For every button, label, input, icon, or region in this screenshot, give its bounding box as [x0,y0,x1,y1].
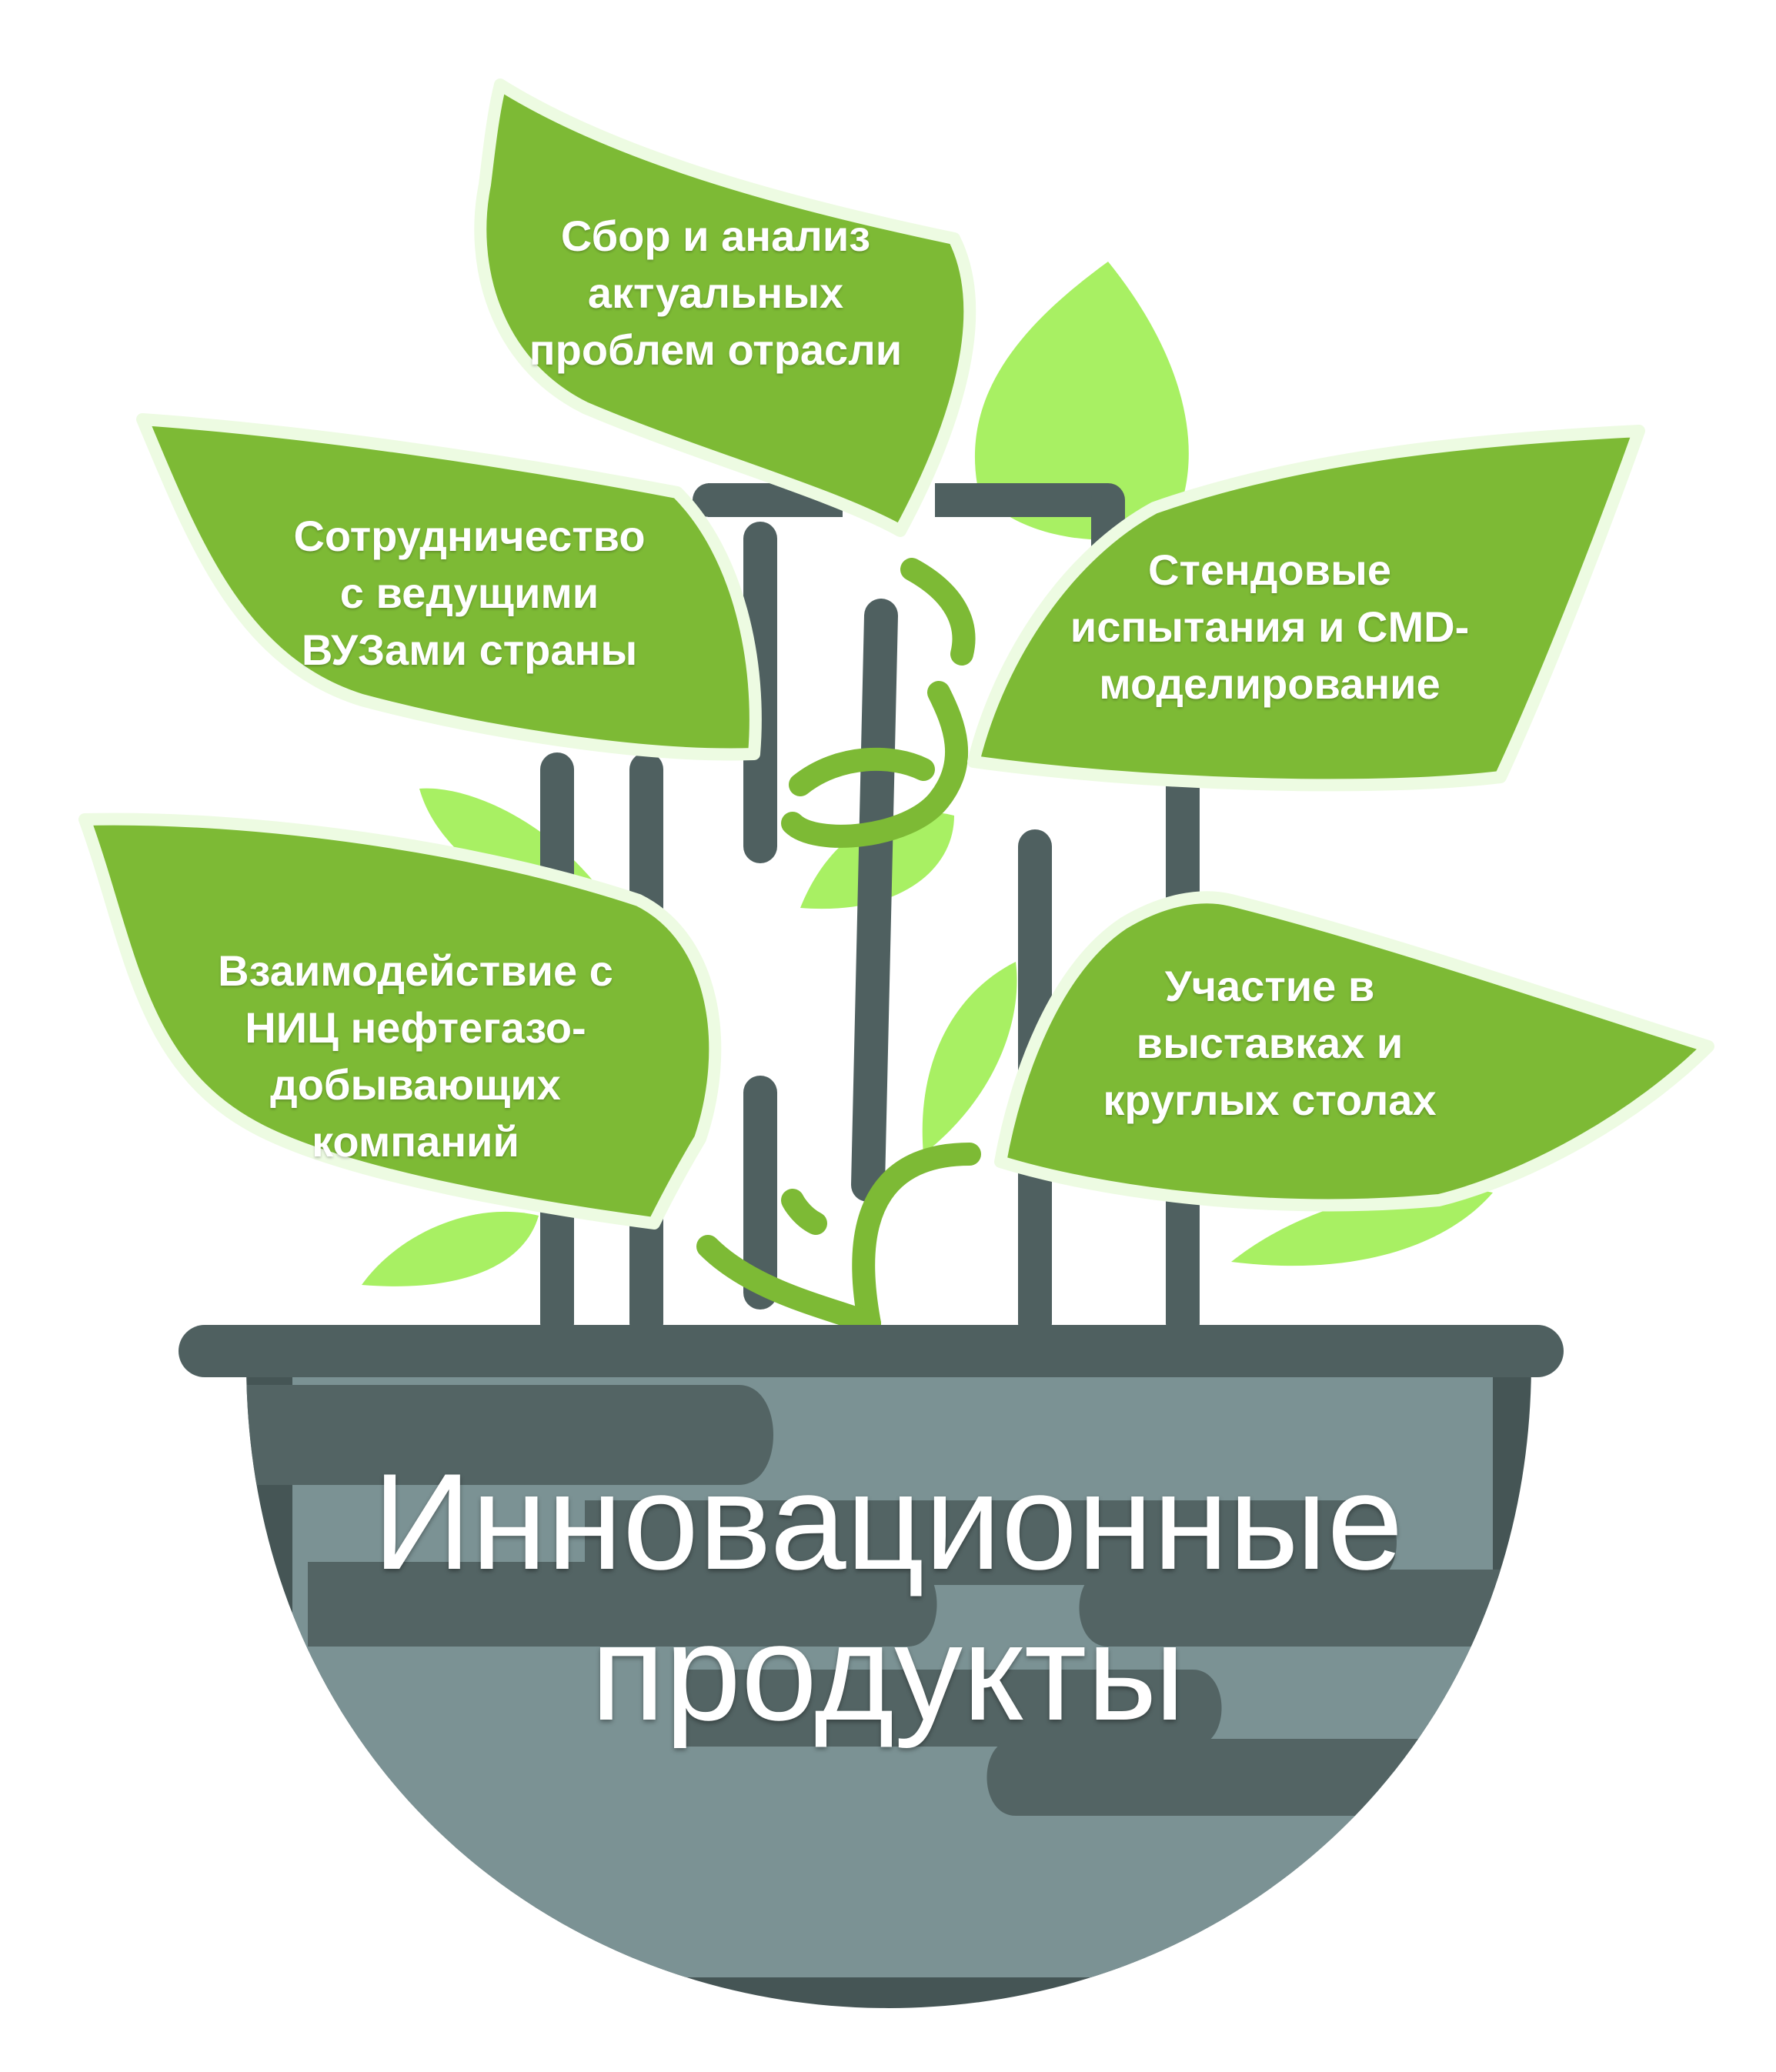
pot-title: Инновационные продукты [372,1445,1404,1749]
leaf-label-top: Сбор и анализ актуальных проблем отрасли [529,212,903,374]
pot-rim [179,1325,1564,1377]
main-leaves [78,78,1714,1230]
leaf-label-upper-right: Стендовые испытания и CMD- моделирование [1070,546,1470,708]
pot-pattern [246,1377,1531,1977]
leaf-label-lower-right: Участие в выставках и круглых столах [1103,962,1437,1124]
bg-leaf-upper-right [974,262,1189,540]
bg-leaf-lower-left [362,1211,539,1286]
plant-stems [696,558,981,1335]
leaf-upper-left-shape [136,413,762,761]
leaf-upper-right-shape [967,425,1645,792]
leaf-lower-right-shape [994,891,1714,1212]
bg-leaf-center-right [922,962,1017,1154]
leaf-label-lower-left: Взаимодействие с НИЦ нефтегазо- добывающ… [218,946,613,1166]
leaf-top-shape [474,78,976,537]
leaf-lower-left-shape [78,812,722,1230]
leaf-label-upper-left: Сотрудничество с ведущими ВУЗами страны [293,512,646,674]
pot [179,1325,1564,2008]
